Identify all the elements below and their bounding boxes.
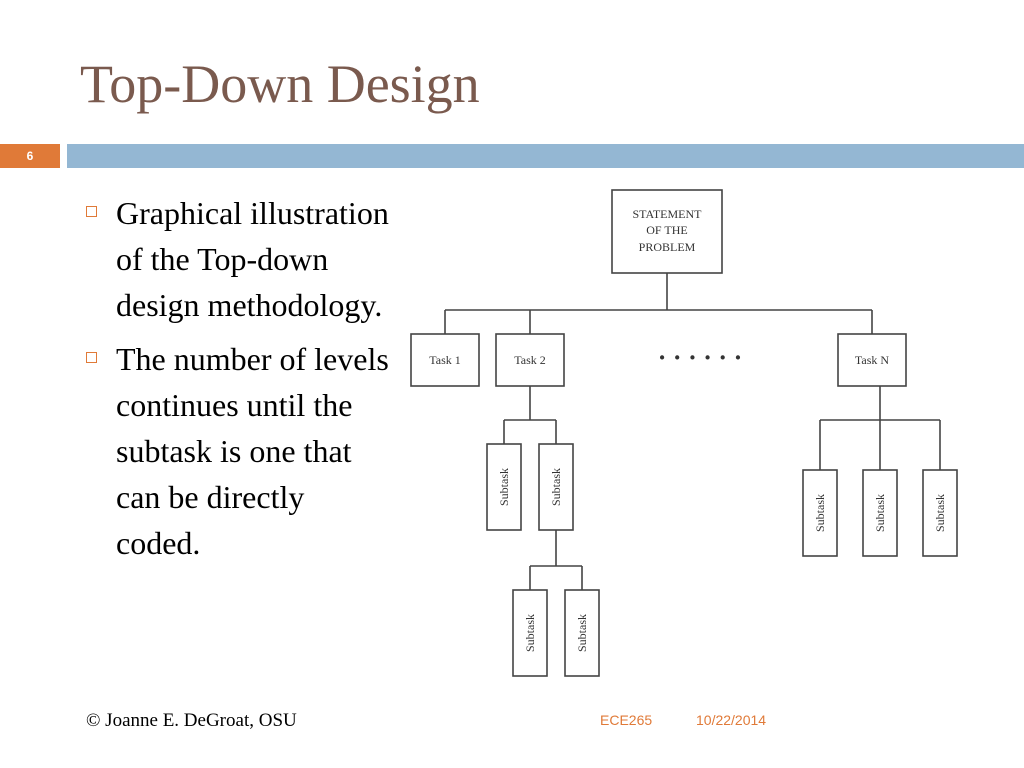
- slide-number-band: [0, 144, 60, 168]
- task-label: Task 1: [429, 353, 461, 367]
- square-bullet-icon: [86, 352, 97, 363]
- task-node: Task 1: [410, 333, 480, 387]
- subtask-node: Subtask: [538, 443, 574, 531]
- subtask-node: Subtask: [802, 469, 838, 557]
- root-label-line: STATEMENT: [632, 207, 702, 221]
- footer-course: ECE265: [600, 712, 653, 728]
- title-divider-band: [67, 144, 1024, 168]
- subtask-label: Subtask: [933, 494, 947, 532]
- subtask-node: Subtask: [862, 469, 898, 557]
- root-label-line: OF THE: [646, 223, 687, 237]
- top-down-diagram: STATEMENT OF THE PROBLEM Task 1 Task 2 T…: [410, 189, 958, 677]
- task-label: Task 2: [514, 353, 546, 367]
- subtask-label: Subtask: [523, 614, 537, 652]
- ellipsis-dots: · · · · · ·: [658, 343, 743, 372]
- bullet-item: The number of levels continues until the…: [82, 336, 392, 566]
- bullet-text: Graphical illustration of the Top-down d…: [116, 195, 389, 323]
- subtask-label: Subtask: [549, 468, 563, 506]
- slide-title: Top-Down Design: [80, 54, 480, 114]
- bullet-list: Graphical illustration of the Top-down d…: [82, 190, 392, 574]
- subtask-label: Subtask: [497, 468, 511, 506]
- subtask-node: Subtask: [486, 443, 522, 531]
- task-node: Task 2: [495, 333, 565, 387]
- bullet-item: Graphical illustration of the Top-down d…: [82, 190, 392, 328]
- task-label: Task N: [855, 353, 889, 367]
- footer-date: 10/22/2014: [696, 712, 767, 728]
- footer-copyright: © Joanne E. DeGroat, OSU: [86, 710, 297, 731]
- subtask-label: Subtask: [813, 494, 827, 532]
- subtask-node: Subtask: [922, 469, 958, 557]
- subtask-node: Subtask: [512, 589, 548, 677]
- diagram-connectors: [444, 273, 941, 590]
- square-bullet-icon: [86, 206, 97, 217]
- root-label-line: PROBLEM: [639, 240, 696, 254]
- slide-number: 6: [26, 149, 34, 163]
- bullet-text: The number of levels continues until the…: [116, 341, 389, 561]
- subtask-label: Subtask: [873, 494, 887, 532]
- subtask-label: Subtask: [575, 614, 589, 652]
- task-node: Task N: [837, 333, 907, 387]
- subtask-node: Subtask: [564, 589, 600, 677]
- root-node: STATEMENT OF THE PROBLEM: [611, 189, 723, 274]
